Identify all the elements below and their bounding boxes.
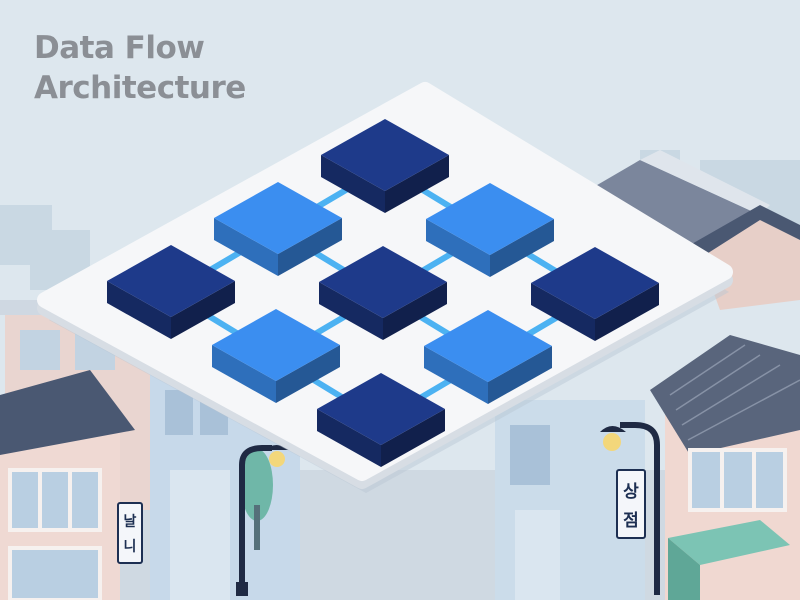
node-top-face — [317, 373, 445, 445]
left-sign-char-1: 날 — [124, 514, 137, 530]
node-left-face — [319, 282, 383, 340]
node-top-face — [321, 119, 449, 191]
node-top-face — [424, 310, 552, 382]
node-left-face — [426, 219, 490, 277]
right-sign-char-1: 상 — [623, 482, 639, 502]
data-node-light — [424, 310, 552, 404]
node-top-face — [319, 246, 447, 318]
node-right-face — [595, 283, 659, 341]
node-right-face — [381, 409, 445, 467]
data-node-dark — [319, 246, 447, 340]
node-left-face — [212, 345, 276, 403]
node-left-face — [321, 155, 385, 213]
node-top-face — [426, 183, 554, 255]
node-right-face — [490, 219, 554, 277]
node-right-face — [276, 345, 340, 403]
node-left-face — [531, 283, 595, 341]
left-shop-sign: 날 니 — [117, 502, 143, 564]
data-node-light — [426, 183, 554, 277]
left-storefront-building — [0, 370, 135, 600]
data-node-light — [212, 309, 340, 403]
page-title: Data Flow Architecture — [34, 28, 246, 108]
node-left-face — [424, 346, 488, 404]
data-node-light — [214, 182, 342, 276]
node-top-face — [531, 247, 659, 319]
node-left-face — [317, 409, 381, 467]
node-top-face — [214, 182, 342, 254]
node-top-face — [107, 245, 235, 317]
data-node-dark — [321, 119, 449, 213]
node-right-face — [383, 282, 447, 340]
node-left-face — [107, 281, 171, 339]
node-left-face — [214, 218, 278, 276]
data-node-dark — [317, 373, 445, 467]
node-right-face — [171, 281, 235, 339]
node-top-face — [212, 309, 340, 381]
lamp-light — [269, 451, 285, 467]
right-storefront-building — [650, 335, 800, 600]
right-street-lamp — [600, 422, 660, 595]
data-node-dark — [107, 245, 235, 339]
title-line-2: Architecture — [34, 70, 246, 106]
node-right-face — [385, 155, 449, 213]
left-sign-char-2: 니 — [124, 539, 137, 555]
node-layer — [107, 119, 659, 467]
right-shop-sign: 상 점 — [616, 469, 646, 539]
data-node-dark — [531, 247, 659, 341]
title-line-1: Data Flow — [34, 30, 205, 66]
right-sign-char-2: 점 — [623, 511, 639, 531]
node-right-face — [488, 346, 552, 404]
street-tree — [241, 449, 273, 521]
node-right-face — [278, 218, 342, 276]
left-street-lamp — [236, 445, 290, 596]
lamp-light — [603, 433, 621, 451]
